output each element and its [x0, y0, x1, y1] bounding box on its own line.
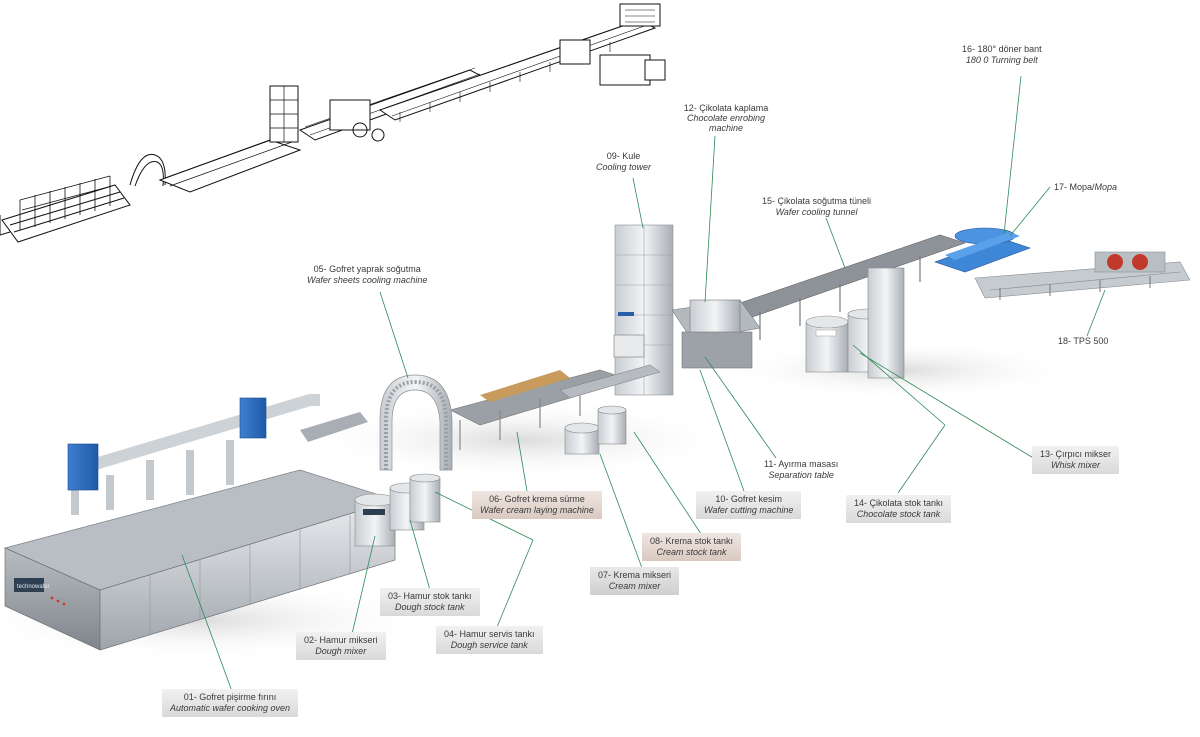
label-15-cooling-tunnel: 15- Çikolata soğutma tüneli Wafer coolin… [762, 196, 871, 218]
label-10-en: Wafer cutting machine [704, 505, 794, 515]
wafer-cooking-oven: technowafer [3, 394, 397, 651]
label-06-cream-laying: 06- Gofret krema sürme Wafer cream layin… [472, 491, 602, 519]
label-01-wafer-oven: 01- Gofret pişirme fırını Automatic wafe… [162, 689, 299, 717]
label-02-tr: 02- Hamur mikseri [304, 635, 378, 645]
leader-14b [852, 344, 946, 426]
label-07-tr: 07- Krema mikseri [598, 570, 672, 580]
label-12-chocolate-enrobing: 12- Çikolata kaplama Chocolate enrobing … [671, 103, 781, 133]
label-14-tr: 14- Çikolata stok tankı [854, 498, 944, 508]
label-13-whisk-mixer: 13- Çırpıcı mikser Whisk mixer [1032, 446, 1120, 474]
overview-line-drawing [0, 3, 666, 243]
label-05-en: Wafer sheets cooling machine [307, 275, 428, 285]
turning-belt [934, 227, 1031, 273]
label-06-tr: 06- Gofret krema sürme [489, 494, 585, 504]
leader-05 [379, 291, 409, 379]
label-16-en: 180 0 Turning belt [965, 55, 1038, 65]
label-03-en: Dough stock tank [394, 602, 465, 612]
label-01-en: Automatic wafer cooking oven [170, 703, 291, 713]
leader-07 [599, 453, 643, 569]
leader-15 [825, 217, 846, 269]
cream-mixer [564, 422, 600, 455]
label-11-tr: 11- Ayırma masası [764, 459, 839, 469]
label-09-tr: 09- Kule [606, 151, 641, 161]
dough-service-tank [409, 473, 441, 523]
label-10-tr: 10- Gofret kesim [715, 494, 782, 504]
dough-mixer [354, 493, 396, 547]
label-07-en: Cream mixer [608, 581, 661, 591]
label-04-dough-service-tank: 04- Hamur servis tankı Dough service tan… [436, 626, 543, 654]
label-14-chocolate-stock-tank: 14- Çikolata stok tankı Chocolate stock … [846, 495, 952, 523]
label-08-tr: 08- Krema stok tankı [650, 536, 734, 546]
label-07-cream-mixer: 07- Krema mikseri Cream mixer [590, 567, 680, 595]
leader-18 [1086, 289, 1106, 337]
label-17-mopa: 17- Mopa/Mopa [1054, 182, 1117, 193]
label-12-en: Chocolate enrobing machine [686, 113, 766, 133]
label-13-tr: 13- Çırpıcı mikser [1040, 449, 1112, 459]
whisk-mixer [847, 267, 905, 379]
leader-03 [409, 519, 431, 591]
label-02-dough-mixer: 02- Hamur mikseri Dough mixer [296, 632, 386, 660]
label-14-en: Chocolate stock tank [856, 509, 941, 519]
label-17-en: Mopa [1094, 182, 1118, 192]
leader-14a [897, 424, 946, 494]
leader-11 [704, 356, 777, 459]
label-12-tr: 12- Çikolata kaplama [683, 103, 769, 113]
leader-17 [1009, 186, 1051, 237]
label-06-en: Wafer cream laying machine [480, 505, 594, 515]
cream-laying-machine [449, 364, 661, 450]
label-13-en: Whisk mixer [1051, 460, 1100, 470]
label-08-en: Cream stock tank [656, 547, 727, 557]
label-09-en: Cooling tower [596, 162, 652, 172]
label-10-wafer-cutting: 10- Gofret kesim Wafer cutting machine [696, 491, 802, 519]
oven-brand-text: technowafer [17, 584, 50, 590]
label-02-en: Dough mixer [315, 646, 367, 656]
packaging-machine [974, 251, 1191, 300]
label-05-wafer-sheets-cooling: 05- Gofret yaprak soğutma Wafer sheets c… [307, 264, 427, 286]
wafer-sheets-cooling-machine [379, 374, 453, 471]
enrobing-machine [671, 299, 761, 369]
label-08-cream-stock-tank: 08- Krema stok tankı Cream stock tank [642, 533, 742, 561]
label-01-tr: 01- Gofret pişirme fırını [183, 692, 277, 702]
leader-16 [1003, 75, 1022, 235]
label-18-tps-500: 18- TPS 500 [1058, 336, 1108, 347]
leader-12 [704, 135, 716, 303]
leader-10 [699, 369, 745, 492]
cream-stock-tank [597, 405, 627, 445]
leader-06 [516, 431, 528, 492]
label-16-tr: 16- 180° döner bant [962, 44, 1042, 54]
leader-01 [181, 554, 234, 695]
label-17-tr: 17- Mopa/ [1054, 182, 1095, 192]
label-03-dough-stock-tank: 03- Hamur stok tankı Dough stock tank [380, 588, 480, 616]
label-16-turning-belt: 16- 180° döner bant 180 0 Turning belt [962, 44, 1042, 66]
leader-lines [181, 75, 1106, 695]
leader-04a [496, 539, 534, 628]
label-11-separation-table: 11- Ayırma masası Separation table [764, 459, 838, 481]
leader-02 [351, 535, 376, 635]
label-09-cooling-tower: 09- Kule Cooling tower [596, 151, 651, 173]
chocolate-stock-tank [805, 315, 849, 373]
leader-09 [632, 177, 644, 229]
leader-08 [633, 431, 706, 541]
label-05-tr: 05- Gofret yaprak soğutma [313, 264, 421, 274]
label-18-tr: 18- TPS 500 [1058, 336, 1109, 346]
label-03-tr: 03- Hamur stok tankı [388, 591, 472, 601]
label-04-en: Dough service tank [450, 640, 528, 650]
label-15-en: Wafer cooling tunnel [775, 207, 858, 217]
label-11-en: Separation table [768, 470, 834, 480]
leader-13 [859, 352, 1036, 460]
label-04-tr: 04- Hamur servis tankı [444, 629, 535, 639]
label-15-tr: 15- Çikolata soğutma tüneli [762, 196, 872, 206]
